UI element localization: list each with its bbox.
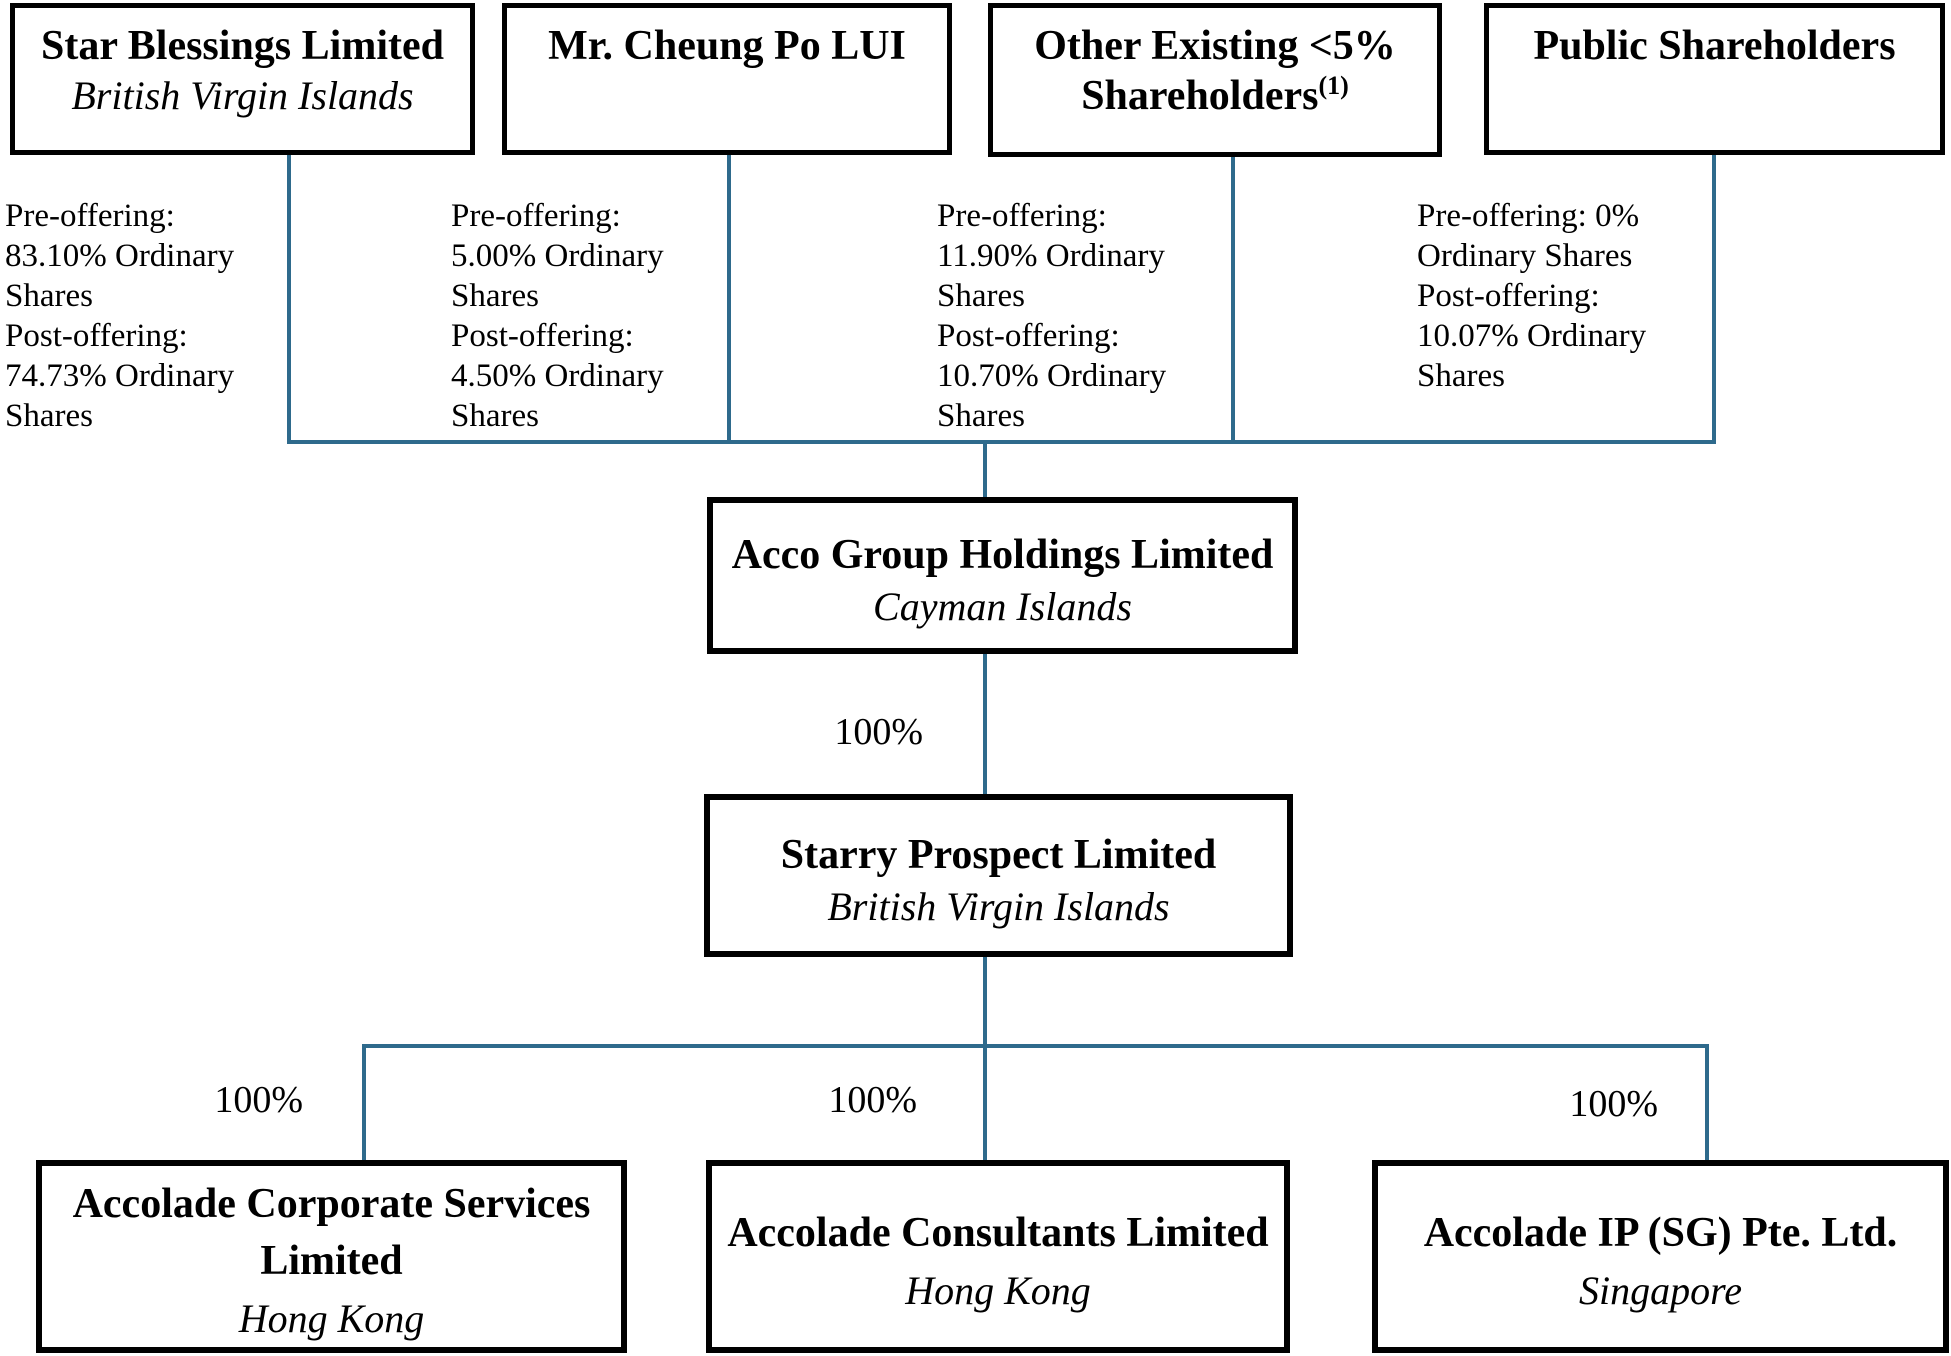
connector-star-blessings-drop: [287, 154, 291, 444]
holding-line: Post-offering:: [5, 318, 188, 354]
node-title-line2: Limited: [260, 1238, 403, 1284]
node-jurisdiction: Hong Kong: [905, 1267, 1091, 1313]
holding-line: 11.90% Ordinary: [937, 238, 1165, 274]
holding-line: Shares: [451, 398, 539, 434]
node-title-text: Shareholders: [1081, 73, 1319, 119]
connector-cheung-drop: [727, 154, 731, 444]
node-title: Accolade IP (SG) Pte. Ltd.: [1423, 1209, 1898, 1256]
node-title: Starry Prospect Limited: [780, 831, 1217, 878]
holding-line: 10.07% Ordinary: [1417, 318, 1647, 354]
holding-line: Post-offering:: [937, 318, 1120, 354]
holding-line: 83.10% Ordinary: [5, 238, 235, 274]
connector-public-drop: [1712, 154, 1716, 444]
node-title: Star Blessings Limited: [41, 23, 444, 69]
connector-subsidiaries-bus: [362, 1044, 1709, 1048]
ownership-label-acco-to-starry: 100%: [834, 711, 923, 753]
ownership-label-ip-sg: 100%: [1569, 1083, 1658, 1125]
holding-line: Shares: [937, 278, 1025, 314]
holding-line: 74.73% Ordinary: [5, 358, 235, 394]
footnote-marker: (1): [1318, 71, 1349, 100]
node-accolade-consultants: Accolade Consultants Limited Hong Kong: [706, 1160, 1290, 1353]
connector-acco-to-starry: [983, 651, 987, 797]
connector-shareholders-bus: [287, 440, 1716, 444]
node-public-shareholders: Public Shareholders: [1484, 3, 1945, 155]
connector-other-existing-drop: [1231, 156, 1235, 444]
holding-line: Shares: [1417, 358, 1505, 394]
node-accolade-ip-sg: Accolade IP (SG) Pte. Ltd. Singapore: [1372, 1160, 1949, 1353]
holding-detail-star-blessings: Pre-offering: 83.10% Ordinary Shares Pos…: [5, 196, 234, 436]
node-star-blessings: Star Blessings Limited British Virgin Is…: [10, 3, 475, 155]
node-jurisdiction: Hong Kong: [238, 1296, 425, 1341]
ownership-label-consultants: 100%: [828, 1079, 917, 1121]
connector-starry-to-bus: [983, 954, 987, 1048]
node-jurisdiction: British Virgin Islands: [827, 883, 1170, 929]
holding-line: Post-offering:: [451, 318, 634, 354]
holding-line: Pre-offering: 0%: [1417, 198, 1640, 234]
connector-bus-to-corporate-services: [362, 1044, 366, 1162]
node-title: Accolade Corporate Services: [72, 1181, 591, 1227]
node-jurisdiction: British Virgin Islands: [71, 73, 414, 118]
holding-line: Shares: [5, 278, 93, 314]
holding-line: Pre-offering:: [451, 198, 621, 234]
holding-line: 10.70% Ordinary: [937, 358, 1167, 394]
node-accolade-corporate-services: Accolade Corporate Services Limited Hong…: [36, 1160, 627, 1353]
connector-bus-to-ip-sg: [1705, 1044, 1709, 1162]
node-title: Public Shareholders: [1533, 23, 1896, 69]
holding-line: Shares: [937, 398, 1025, 434]
holding-line: 4.50% Ordinary: [451, 358, 664, 394]
holding-line: 5.00% Ordinary: [451, 238, 664, 274]
node-title: Mr. Cheung Po LUI: [548, 23, 906, 69]
node-other-existing-shareholders: Other Existing <5% Shareholders(1): [988, 3, 1442, 157]
node-jurisdiction: Singapore: [1579, 1267, 1742, 1313]
holding-detail-cheung: Pre-offering: 5.00% Ordinary Shares Post…: [451, 196, 664, 436]
connector-bus-to-acco: [983, 444, 987, 500]
holding-line: Shares: [451, 278, 539, 314]
node-starry-prospect: Starry Prospect Limited British Virgin I…: [704, 794, 1293, 957]
holding-line: Pre-offering:: [937, 198, 1107, 234]
holding-line: Post-offering:: [1417, 278, 1600, 314]
node-cheung-po-lui: Mr. Cheung Po LUI: [502, 3, 952, 155]
node-title: Acco Group Holdings Limited: [731, 531, 1274, 578]
holding-detail-other-existing: Pre-offering: 11.90% Ordinary Shares Pos…: [937, 196, 1166, 436]
connector-bus-to-consultants: [983, 1044, 987, 1162]
holding-detail-public: Pre-offering: 0% Ordinary Shares Post-of…: [1417, 196, 1646, 396]
holding-line: Pre-offering:: [5, 198, 175, 234]
holding-line: Shares: [5, 398, 93, 434]
ownership-label-corporate-services: 100%: [214, 1079, 303, 1121]
node-title: Accolade Consultants Limited: [727, 1209, 1269, 1256]
node-acco-group-holdings: Acco Group Holdings Limited Cayman Islan…: [707, 497, 1298, 654]
node-title: Other Existing <5%: [1034, 23, 1396, 69]
node-title-line2: Shareholders(1): [993, 71, 1437, 121]
holding-line: Ordinary Shares: [1417, 238, 1633, 274]
node-jurisdiction: Cayman Islands: [873, 583, 1132, 629]
